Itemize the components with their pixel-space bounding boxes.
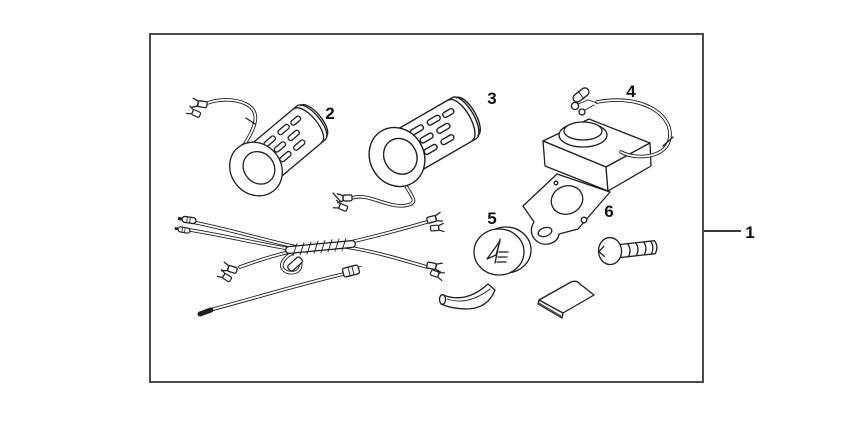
part-3-grip-wire bbox=[332, 168, 416, 214]
part-5-dial-cover bbox=[473, 226, 532, 276]
callout-3-label: 3 bbox=[487, 89, 496, 108]
mounting-screw bbox=[597, 236, 658, 266]
callout-6-label: 6 bbox=[604, 202, 613, 221]
part-2-grip-wire bbox=[185, 97, 258, 153]
part-6-mount-plate bbox=[522, 173, 611, 245]
heat-symbol-icon bbox=[486, 238, 509, 264]
harness-tape-wrap bbox=[292, 237, 347, 256]
figure-frame bbox=[149, 33, 704, 383]
sub-harness-cable bbox=[197, 264, 362, 317]
callout-5-label: 5 bbox=[487, 209, 496, 228]
ring-terminal bbox=[570, 101, 580, 111]
sub-cable-connector bbox=[341, 264, 362, 278]
plate-large-hole bbox=[550, 185, 584, 215]
crescent-pad bbox=[438, 283, 496, 310]
callout-1-label: 1 bbox=[745, 223, 754, 242]
callout-4-label: 4 bbox=[626, 82, 636, 101]
ring-terminal bbox=[578, 108, 586, 116]
screw-head bbox=[597, 236, 623, 266]
plate-slot bbox=[537, 226, 553, 238]
part-4-cable bbox=[570, 87, 674, 159]
sheet-pad bbox=[537, 280, 595, 319]
harness-loop-connector bbox=[287, 256, 303, 272]
plate-small-hole bbox=[580, 216, 588, 224]
callout-2-label: 2 bbox=[325, 104, 334, 123]
cable-tip bbox=[197, 307, 214, 317]
wiring-harness bbox=[173, 211, 446, 284]
